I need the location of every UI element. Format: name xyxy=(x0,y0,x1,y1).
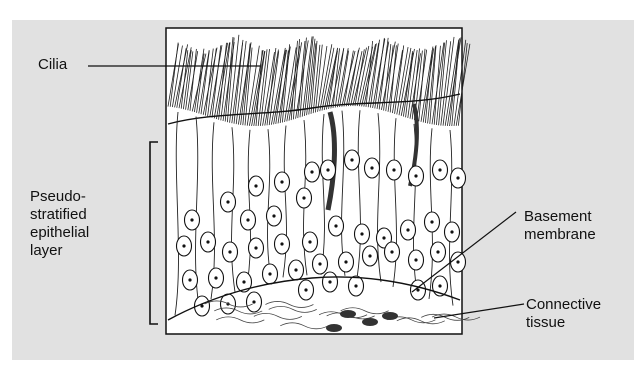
nucleolus xyxy=(182,244,185,247)
nucleolus xyxy=(414,258,417,261)
nucleolus xyxy=(430,220,433,223)
nucleolus xyxy=(456,176,459,179)
connective-cell xyxy=(382,312,398,320)
nucleolus xyxy=(334,224,337,227)
nucleolus xyxy=(206,240,209,243)
nucleolus xyxy=(294,268,297,271)
nucleolus xyxy=(368,254,371,257)
nucleolus xyxy=(280,242,283,245)
nucleolus xyxy=(308,240,311,243)
nucleolus xyxy=(392,168,395,171)
nucleolus xyxy=(390,250,393,253)
nucleolus xyxy=(304,288,307,291)
nucleolus xyxy=(438,168,441,171)
nucleolus xyxy=(214,276,217,279)
nucleolus xyxy=(436,250,439,253)
connective-cell xyxy=(340,310,356,318)
nucleolus xyxy=(254,246,257,249)
nucleolus xyxy=(438,284,441,287)
nucleolus xyxy=(344,260,347,263)
nucleolus xyxy=(406,228,409,231)
nucleolus xyxy=(242,280,245,283)
cilia-label: Cilia xyxy=(38,56,67,74)
nucleolus xyxy=(382,236,385,239)
nucleolus xyxy=(456,260,459,263)
nucleolus xyxy=(272,214,275,217)
connective-cell xyxy=(362,318,378,326)
epithelial-layer-label: Pseudo- stratified epithelial layer xyxy=(30,188,89,260)
nucleolus xyxy=(190,218,193,221)
connective-cell xyxy=(326,324,342,332)
nucleolus xyxy=(360,232,363,235)
nucleolus xyxy=(370,166,373,169)
nucleolus xyxy=(318,262,321,265)
nucleolus xyxy=(354,284,357,287)
nucleolus xyxy=(188,278,191,281)
nucleolus xyxy=(246,218,249,221)
nucleolus xyxy=(252,300,255,303)
nucleolus xyxy=(310,170,313,173)
nucleolus xyxy=(226,200,229,203)
connective-tissue-label: Connective tissue xyxy=(526,296,601,332)
nucleolus xyxy=(414,174,417,177)
nucleolus xyxy=(328,280,331,283)
basement-membrane-label: Basement membrane xyxy=(524,208,596,244)
nucleolus xyxy=(268,272,271,275)
nucleolus xyxy=(254,184,257,187)
nucleolus xyxy=(280,180,283,183)
nucleolus xyxy=(450,230,453,233)
nucleolus xyxy=(350,158,353,161)
nucleolus xyxy=(326,168,329,171)
diagram-figure: Cilia Pseudo- stratified epithelial laye… xyxy=(12,20,634,360)
nucleolus xyxy=(302,196,305,199)
nucleolus xyxy=(228,250,231,253)
